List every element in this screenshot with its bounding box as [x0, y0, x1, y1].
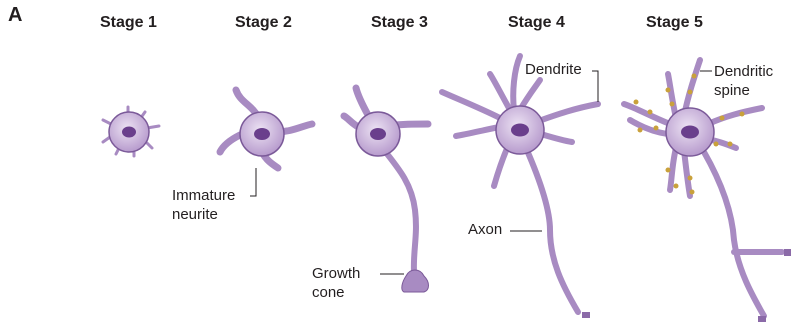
nucleus — [122, 127, 136, 138]
dendrite-leader — [592, 71, 598, 102]
stage-4-axon — [526, 148, 578, 312]
nucleus — [681, 126, 699, 139]
stage-2-neuron — [220, 90, 312, 168]
nucleus — [254, 128, 270, 140]
growth-cone-label-line-1: Growth — [312, 264, 360, 283]
growth-cone — [402, 270, 429, 292]
immature-neurite-label-line-2: neurite — [172, 205, 235, 224]
growth-cone-label-line-2: cone — [312, 283, 360, 302]
immature-neurite-label: Immature neurite — [172, 186, 235, 224]
axon-label: Axon — [468, 220, 502, 239]
stage-5-axon — [704, 152, 764, 316]
dendrite-label: Dendrite — [525, 60, 582, 79]
growth-cone-label: Growth cone — [312, 264, 360, 302]
nucleus — [370, 128, 386, 140]
immature-neurite-leader — [250, 168, 256, 196]
dendritic-spine-label: Dendritic spine — [714, 62, 773, 100]
dendritic-spine-label-line-2: spine — [714, 81, 773, 100]
dendritic-spine-label-line-1: Dendritic — [714, 62, 773, 81]
stage-1-neuron — [103, 107, 159, 156]
nucleus — [511, 124, 529, 137]
immature-neurite-label-line-1: Immature — [172, 186, 235, 205]
stage-3-axon — [384, 150, 416, 272]
stage-4-neuron — [442, 56, 598, 318]
leader-lines — [250, 71, 712, 274]
stage-3-neuron — [344, 88, 429, 292]
